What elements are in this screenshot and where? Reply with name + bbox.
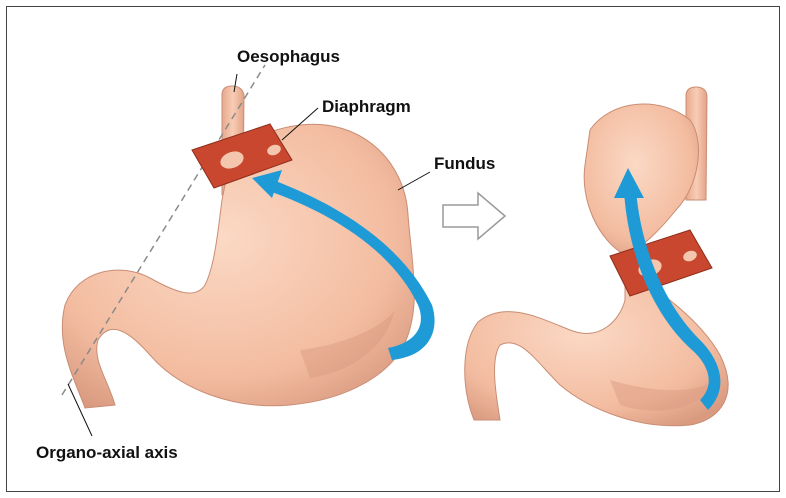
hollow-right-arrow-icon xyxy=(443,193,505,239)
normal-stomach-group xyxy=(62,65,435,408)
organo-axial-axis-label: Organo-axial axis xyxy=(36,443,178,462)
oesophagus-label: Oesophagus xyxy=(237,47,340,66)
volvulus-stomach-group xyxy=(465,87,728,426)
fundus-leader xyxy=(398,172,430,190)
diaphragm-label: Diaphragm xyxy=(322,97,411,116)
fundus-label: Fundus xyxy=(434,154,495,173)
